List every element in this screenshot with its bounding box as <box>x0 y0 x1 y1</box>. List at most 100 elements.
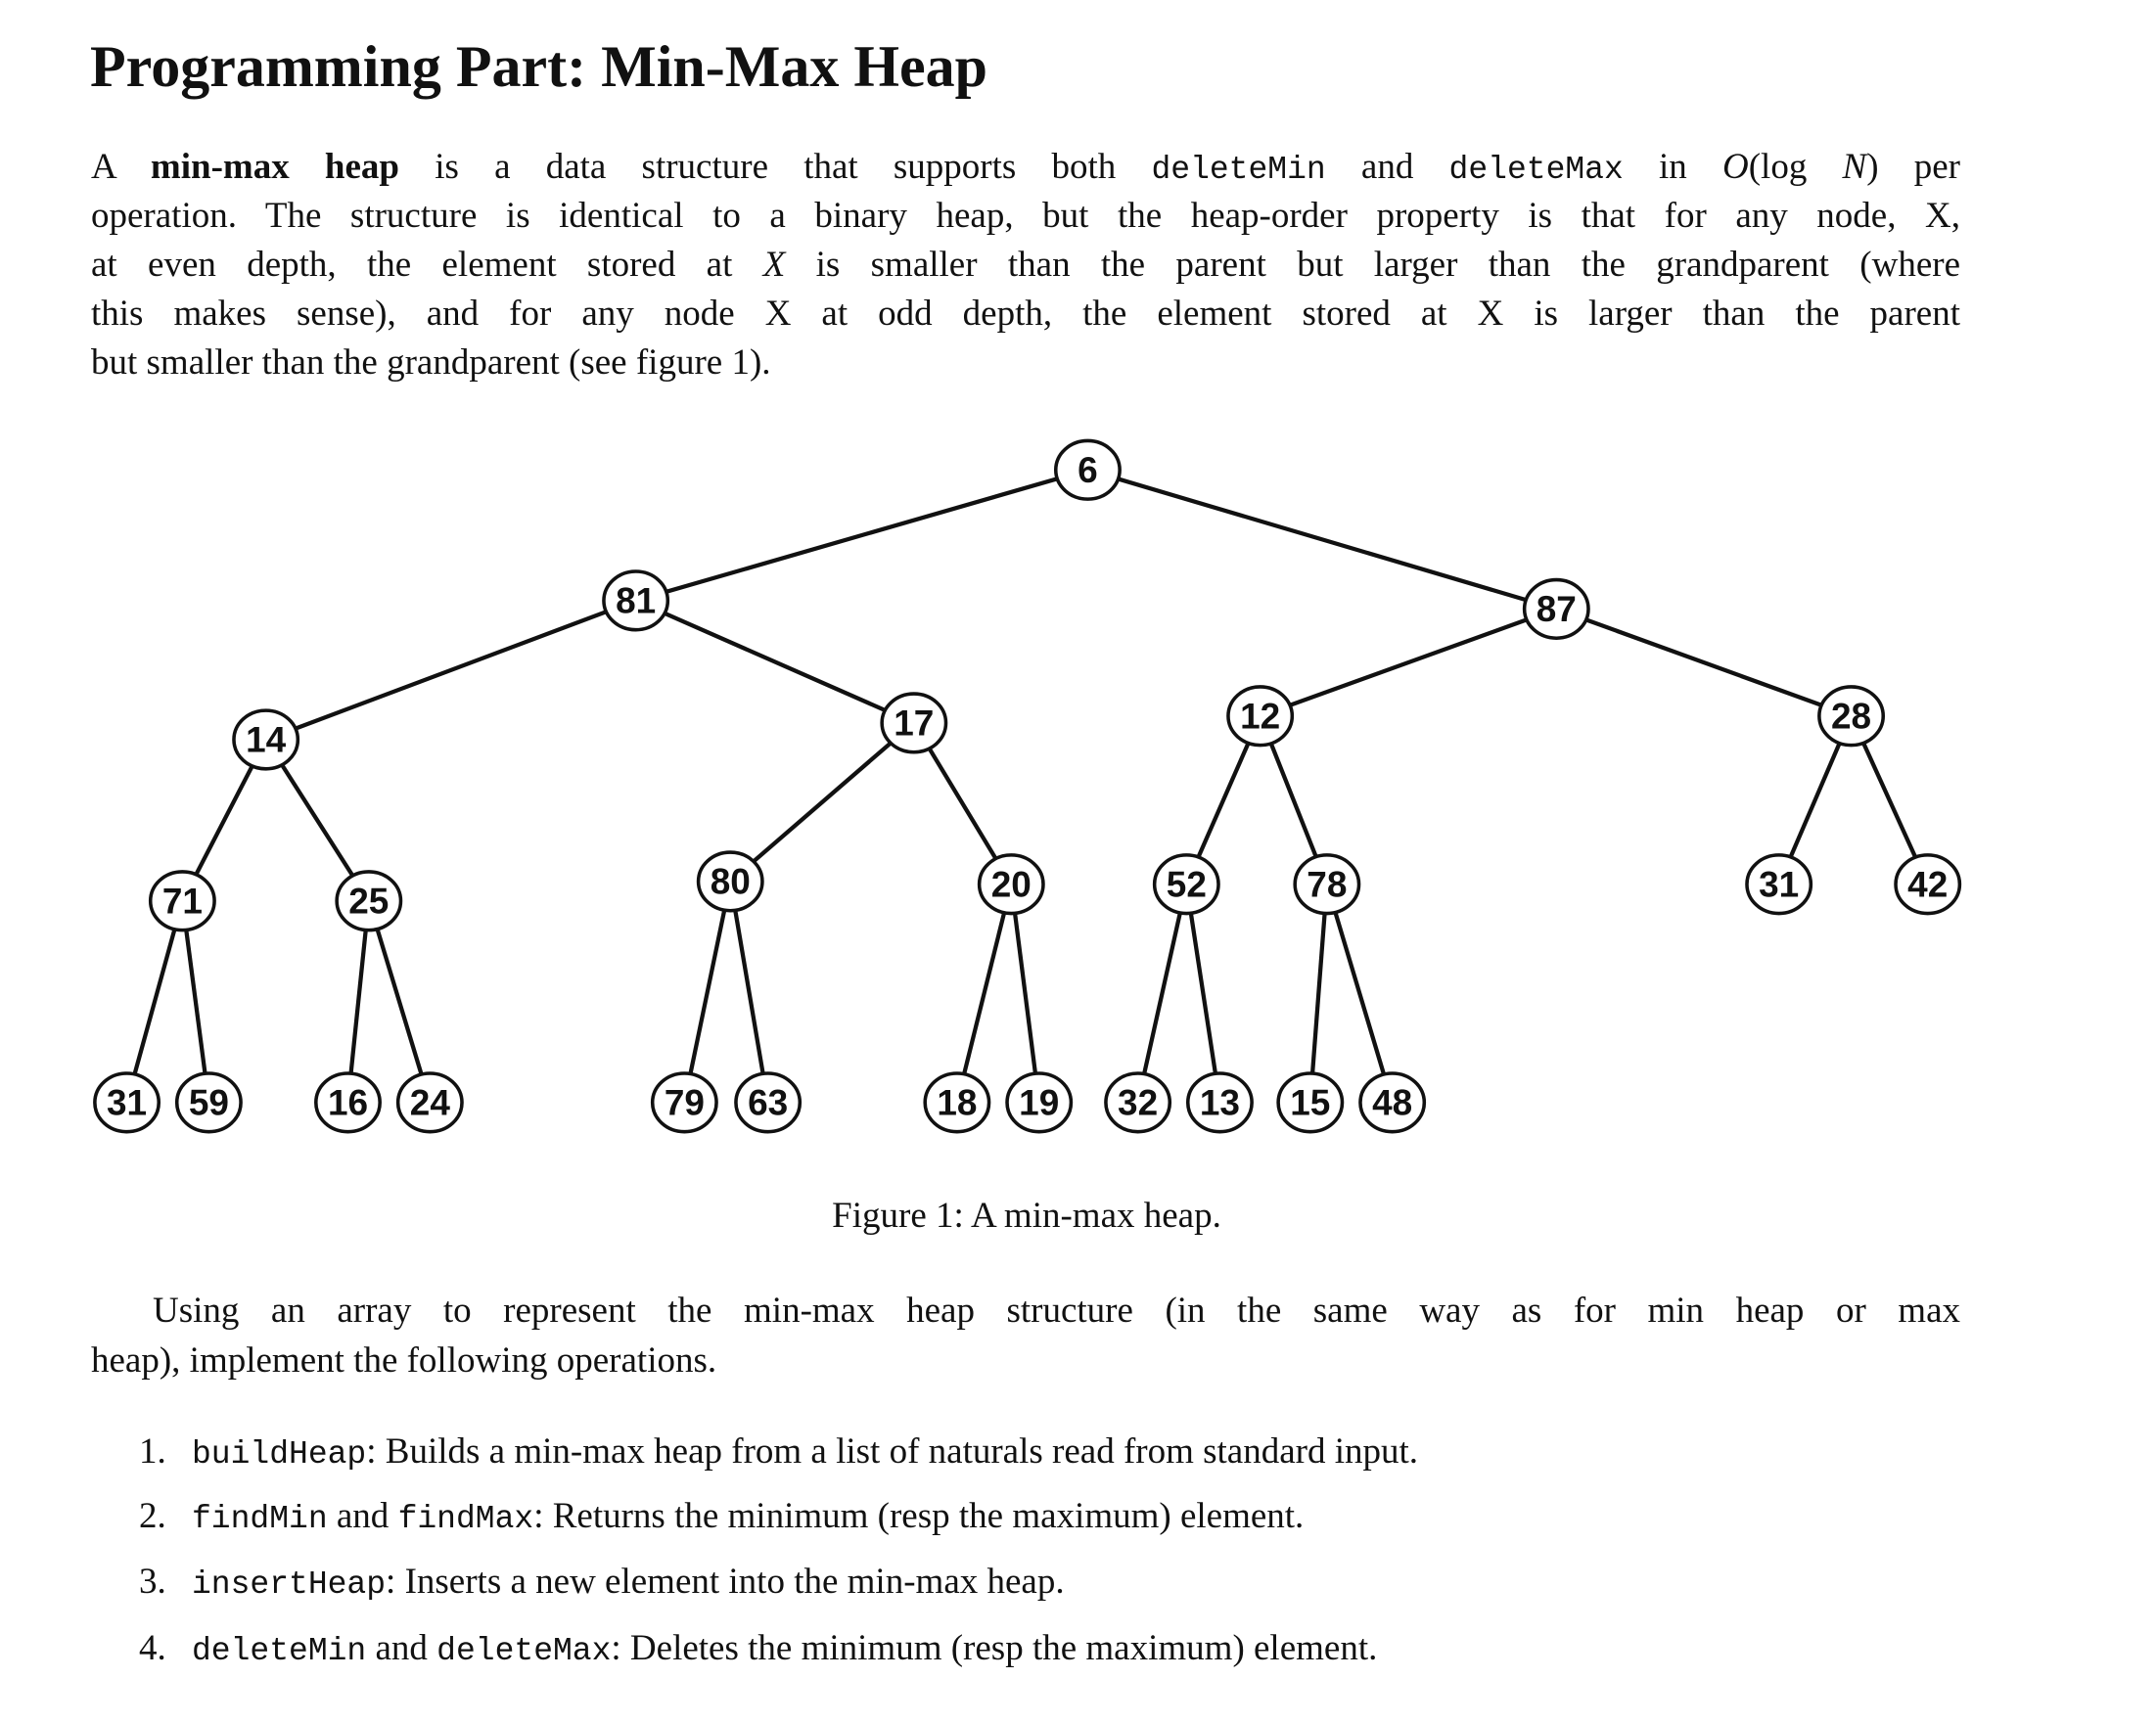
heap-node: 17 <box>880 692 948 754</box>
tree-edge <box>345 900 371 1104</box>
item-number: 3. <box>139 1562 166 1602</box>
node-value: 15 <box>1290 1083 1330 1123</box>
node-value: 79 <box>665 1083 705 1123</box>
heap-node: 18 <box>923 1071 991 1134</box>
node-value: 48 <box>1372 1083 1412 1123</box>
code-deleteMin: deleteMin <box>1151 152 1326 188</box>
code-deleteMax: deleteMax <box>1448 152 1624 188</box>
node-circle <box>696 850 764 913</box>
math-N: N <box>1842 147 1867 187</box>
op-name: findMax <box>397 1501 534 1537</box>
text: at even depth, the element stored at <box>91 245 763 285</box>
tree-edge <box>180 900 211 1104</box>
text: is smaller than the parent but larger th… <box>785 245 1960 285</box>
node-value: 17 <box>894 703 934 744</box>
heap-node: 12 <box>1226 685 1295 748</box>
tree-edge <box>1324 884 1395 1104</box>
node-circle <box>314 1071 382 1134</box>
intro-line-1: A min-max heap is a data structure that … <box>91 143 1960 192</box>
tree-edge <box>1555 607 1853 718</box>
node-value: 71 <box>162 882 203 922</box>
text: A <box>91 147 151 187</box>
text: in <box>1623 147 1722 187</box>
heap-node: 13 <box>1185 1071 1254 1134</box>
text: and <box>327 1496 398 1536</box>
tree-edge <box>728 721 916 884</box>
node-value: 87 <box>1537 589 1577 629</box>
intro-line-5: but smaller than the grandparent (see fi… <box>91 342 771 383</box>
math: (log <box>1748 147 1843 187</box>
node-circle <box>650 1071 718 1134</box>
text: and <box>366 1628 437 1668</box>
node-value: 42 <box>1907 865 1948 905</box>
intro-line-3: at even depth, the element stored at X i… <box>91 241 1960 290</box>
tree-edge <box>682 881 733 1104</box>
heap-node: 14 <box>232 708 300 771</box>
heap-node: 20 <box>977 853 1045 916</box>
heap-node: 31 <box>1745 853 1813 916</box>
heap-node: 81 <box>602 569 670 632</box>
heap-node: 28 <box>1817 685 1886 748</box>
heap-node: 31 <box>93 1071 161 1134</box>
node-circle <box>1894 853 1962 916</box>
node-value: 14 <box>246 720 287 760</box>
node-value: 6 <box>1078 450 1098 490</box>
node-circle <box>880 692 948 754</box>
heap-node: 59 <box>174 1071 243 1134</box>
heap-node: 87 <box>1522 577 1590 641</box>
term-min-max-heap: min-max heap <box>150 147 399 187</box>
node-circle <box>1522 577 1590 641</box>
heap-node: 52 <box>1152 853 1220 916</box>
tree-edge <box>264 598 637 742</box>
node-circle <box>335 870 403 932</box>
op-name: deleteMax <box>436 1633 612 1669</box>
operation-item: 1.buildHeap: Builds a min-max heap from … <box>139 1428 1418 1479</box>
heap-node: 42 <box>1894 853 1962 916</box>
tree-edge <box>954 884 1014 1104</box>
heap-node: 63 <box>734 1071 803 1134</box>
node-value: 31 <box>1759 865 1799 905</box>
node-circle <box>1276 1071 1345 1134</box>
op-name: deleteMin <box>192 1633 367 1669</box>
op-description: : Deletes the minimum (resp the maximum)… <box>611 1628 1378 1668</box>
node-circle <box>232 708 300 771</box>
para2-line-1: Using an array to represent the min-max … <box>153 1291 1960 1331</box>
node-value: 28 <box>1831 697 1871 737</box>
heap-node: 48 <box>1358 1071 1427 1134</box>
tree-edge <box>1184 884 1222 1104</box>
node-value: 25 <box>348 882 389 922</box>
heap-node: 79 <box>650 1071 718 1134</box>
op-name: buildHeap <box>192 1436 367 1473</box>
node-circle <box>1745 853 1813 916</box>
heap-node: 32 <box>1104 1071 1172 1134</box>
node-circle <box>1293 853 1361 916</box>
text: and <box>1325 147 1449 187</box>
para2-line-2: heap), implement the following operation… <box>91 1340 717 1381</box>
item-number: 1. <box>139 1431 166 1472</box>
op-name: findMin <box>192 1501 328 1537</box>
node-circle <box>395 1071 464 1134</box>
heap-node: 16 <box>314 1071 382 1134</box>
figure-caption: Figure 1: A min-max heap. <box>832 1196 1221 1236</box>
node-circle <box>923 1071 991 1134</box>
node-value: 59 <box>189 1083 229 1123</box>
op-name: insertHeap <box>192 1566 387 1603</box>
node-value: 16 <box>328 1083 368 1123</box>
tree-edge <box>635 468 1089 603</box>
item-number: 2. <box>139 1496 166 1536</box>
node-circle <box>174 1071 243 1134</box>
operation-item: 2.findMin and findMax: Returns the minim… <box>139 1492 1304 1544</box>
tree-edge <box>263 738 371 902</box>
node-value: 78 <box>1307 865 1347 905</box>
node-circle <box>1005 1071 1074 1134</box>
item-number: 4. <box>139 1628 166 1668</box>
math-O: O <box>1721 147 1749 187</box>
node-circle <box>1152 853 1220 916</box>
text: is a data structure that supports both <box>399 147 1152 187</box>
tree-edge <box>1307 884 1329 1103</box>
node-circle <box>93 1071 161 1134</box>
tree-edge <box>366 900 433 1104</box>
tree-edge <box>1009 884 1041 1104</box>
